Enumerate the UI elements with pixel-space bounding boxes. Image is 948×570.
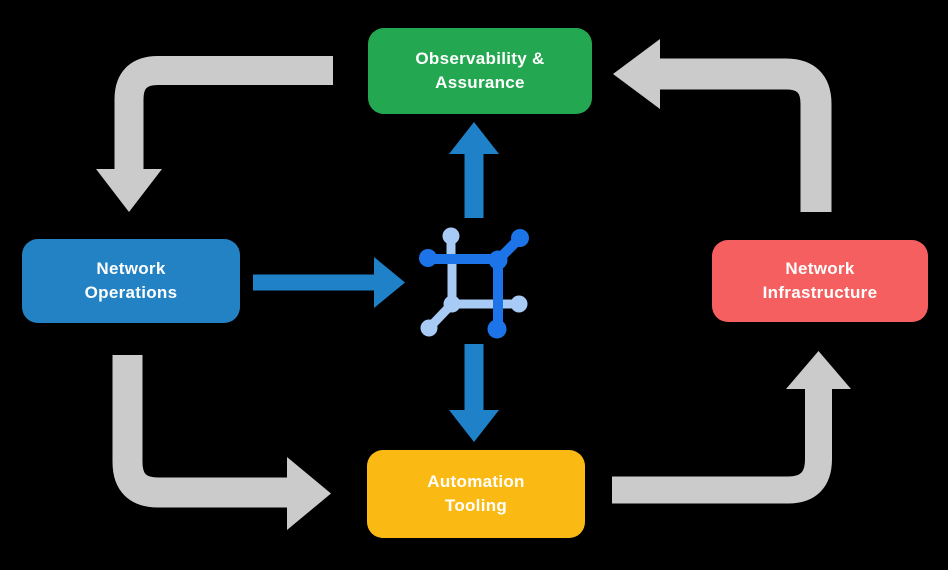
cycle-arrow-operations-to-tooling [112, 355, 331, 530]
node-network-infrastructure: Network Infrastructure [712, 240, 928, 322]
node-label-line: Observability & [415, 48, 545, 68]
node-label-line: Network [785, 258, 855, 278]
node-label-line: Operations [84, 283, 178, 302]
cycle-arrow-observability-to-operations [96, 56, 333, 212]
cycle-arrow-tooling-to-infrastructure [612, 351, 851, 504]
flow-arrow-center-to-tooling [449, 344, 499, 442]
node-label-line: Automation [427, 471, 525, 491]
network-mesh-icon [419, 227, 529, 339]
cycle-arrow-infrastructure-to-observability [613, 39, 832, 212]
node-automation-tooling: Automation Tooling [367, 450, 585, 538]
node-label-line: Assurance [435, 73, 525, 92]
node-label-line: Infrastructure [762, 283, 878, 302]
node-label-line: Network [96, 258, 166, 278]
node-network-operations: Network Operations [22, 239, 240, 323]
node-observability-assurance: Observability & Assurance [368, 28, 592, 114]
flow-arrow-center-to-observability [449, 122, 499, 218]
node-label-line: Tooling [444, 496, 508, 515]
flow-arrow-operations-to-center [253, 257, 405, 308]
